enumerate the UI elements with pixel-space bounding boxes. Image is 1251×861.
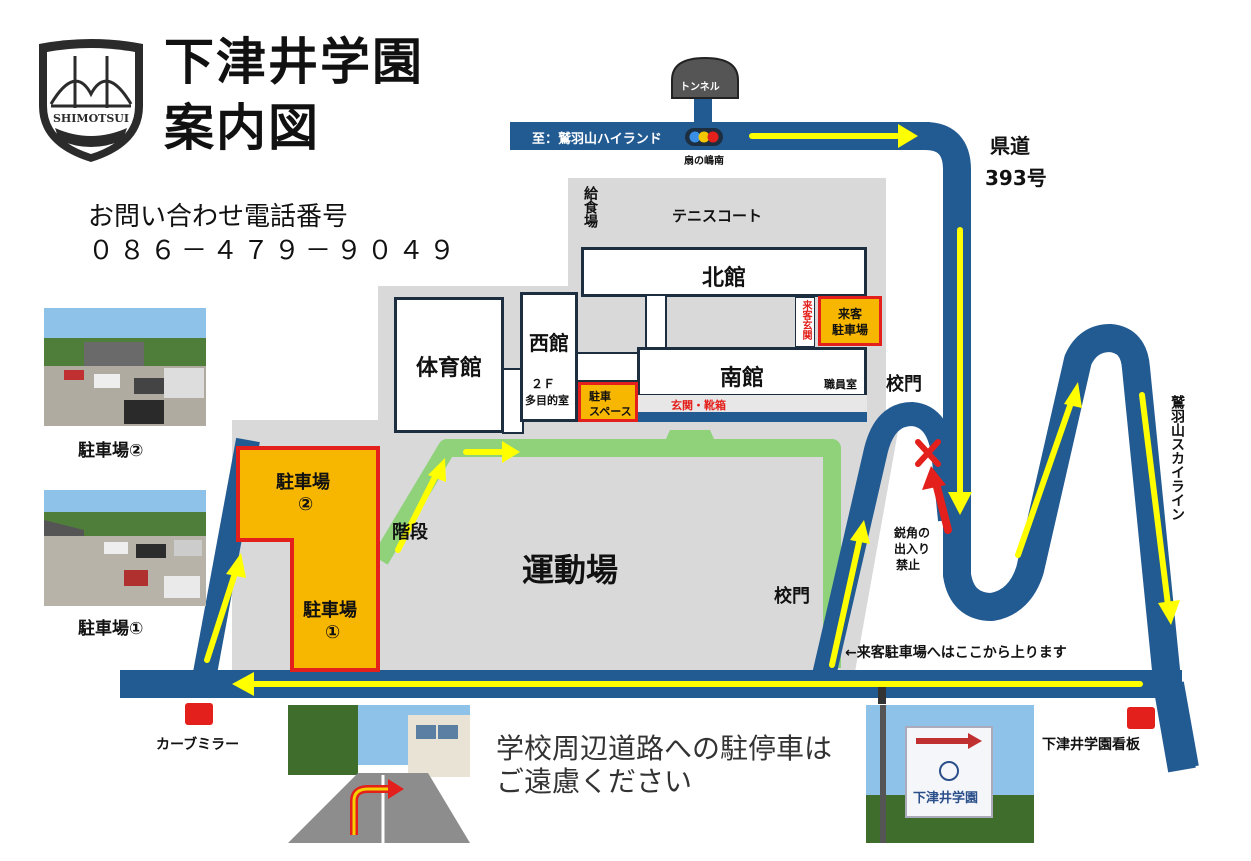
- sign-pole: [878, 684, 886, 704]
- no-entry-arrow: [932, 479, 952, 534]
- building-kitakan: 北館: [581, 247, 867, 297]
- road-gate-loop: [810, 402, 962, 687]
- parking-lot1-number: ①: [325, 622, 341, 643]
- road-bottom-right: [1156, 681, 1199, 771]
- kyushoku-label: 給食場: [582, 186, 598, 228]
- gate-bottom-label: 校門: [774, 586, 810, 607]
- stairs-label: 階段: [392, 522, 428, 543]
- school-sign-marker: [1127, 707, 1155, 729]
- entrance-shoes-label: 玄関・靴箱: [671, 399, 726, 412]
- visitor-parking[interactable]: 来客 駐車場: [818, 296, 882, 346]
- parking-photo-1-caption: 駐車場①: [78, 619, 144, 639]
- connector-corridor: [645, 294, 667, 350]
- entrance-strip: 玄関・靴箱: [637, 395, 867, 413]
- no-entry-label-1: 鋭角の: [894, 526, 931, 540]
- contact-label: お問い合わせ電話番号: [88, 202, 349, 232]
- page-title-line2: 案内図: [164, 99, 320, 157]
- parking-lot1-label: 駐車場: [303, 600, 357, 621]
- walking-path: [372, 439, 841, 668]
- ground-label: 運動場: [522, 551, 619, 589]
- tennis-court-label: テニスコート: [672, 207, 763, 225]
- school-logo: SHIMOTSUI: [39, 39, 143, 162]
- arrow-left-branch: [204, 567, 239, 663]
- connector-corridor: [574, 352, 640, 382]
- arrow-head: [232, 672, 254, 696]
- nishikan-label: 西館: [529, 331, 569, 355]
- road-photo: [288, 705, 470, 843]
- minamikan-label: 南館: [720, 366, 765, 391]
- traffic-signal-icon: [685, 128, 723, 146]
- visitor-parking-label-1: 来客: [837, 307, 862, 321]
- parking-photo-1: [44, 490, 206, 606]
- sign-photo-text: 下津井学園: [913, 791, 979, 806]
- arrow-head: [226, 553, 246, 578]
- arrow-head: [1064, 382, 1082, 408]
- visitor-route-label: ←来客駐車場へはここから上ります: [845, 645, 1067, 661]
- arrow-head: [502, 441, 520, 463]
- parking-lot2-label: 駐車場: [276, 472, 330, 493]
- parking-space-label-1: 駐車: [589, 390, 611, 403]
- arrow-head: [898, 124, 918, 148]
- notice-line2: ご遠慮ください: [496, 765, 693, 798]
- arrow-stairs: [395, 472, 439, 553]
- parking-space-label-2: スペース: [589, 405, 632, 418]
- tunnel-label: トンネル: [680, 82, 720, 93]
- visitor-entrance-label: 来客玄関: [800, 300, 811, 340]
- arrow-head: [948, 492, 972, 515]
- curve-mirror-label: カーブミラー: [156, 737, 240, 753]
- no-entry-label-2: 出入り: [894, 542, 931, 556]
- building-minamikan: 南館 職員室: [637, 347, 867, 397]
- arrow-head: [1158, 600, 1180, 625]
- arrow-curve-up: [1015, 397, 1075, 558]
- parking-lot2-number: ②: [298, 494, 314, 515]
- contact-phone[interactable]: ０８６－４７９－９０４９: [88, 236, 461, 266]
- to-washuzan-label: 至：鷲羽山ハイランド: [532, 132, 662, 147]
- walking-path-entry: [662, 430, 718, 448]
- parking-photo-2: [44, 308, 206, 426]
- prefectural-road-number: 393号: [985, 166, 1047, 190]
- parking-space[interactable]: 駐車 スペース: [578, 382, 638, 422]
- parking-photo-2-caption: 駐車場②: [78, 441, 144, 461]
- page-title-line1: 下津井学園: [164, 33, 424, 91]
- visitor-parking-label-2: 駐車場: [831, 323, 868, 337]
- kitakan-label: 北館: [701, 266, 746, 291]
- arrow-head: [428, 458, 446, 482]
- nishikan-room-label: 多目的室: [525, 394, 569, 407]
- curve-mirror-marker: [185, 703, 213, 725]
- school-sign-label: 下津井学園看板: [1042, 737, 1140, 753]
- nishikan-2f-label: ２Ｆ: [531, 377, 556, 391]
- arrow-head: [850, 520, 870, 544]
- road-prefectural-393: [924, 122, 1196, 773]
- no-entry-x-icon: [915, 439, 941, 467]
- gate-right-label: 校門: [886, 374, 922, 395]
- school-sign-photo: 下津井学園: [866, 705, 1034, 843]
- tunnel-road: [694, 95, 712, 137]
- building-gym: 体育館: [394, 297, 504, 433]
- no-entry-label-3: 禁止: [896, 558, 921, 572]
- notice-line1: 学校周辺道路への駐停車は: [496, 732, 833, 765]
- no-entry-arrow-head: [922, 466, 946, 490]
- logo-text: SHIMOTSUI: [53, 112, 129, 125]
- building-nishikan: 西館 ２Ｆ 多目的室: [520, 292, 578, 422]
- gym-label: 体育館: [415, 356, 482, 381]
- building-base-strip: [637, 412, 867, 422]
- staff-room-label: 職員室: [824, 378, 857, 391]
- signal-name-label: 扇の嶋南: [684, 156, 724, 167]
- prefectural-road-label: 県道: [990, 134, 1030, 158]
- visitor-entrance: 来客玄関: [795, 297, 815, 347]
- arrow-gate-loop: [829, 535, 863, 668]
- skyline-label: 鷲羽山スカイライン: [1169, 395, 1185, 521]
- tunnel-icon: [671, 56, 739, 99]
- parking-lots[interactable]: [235, 445, 381, 673]
- arrow-skyline-down: [1139, 392, 1171, 608]
